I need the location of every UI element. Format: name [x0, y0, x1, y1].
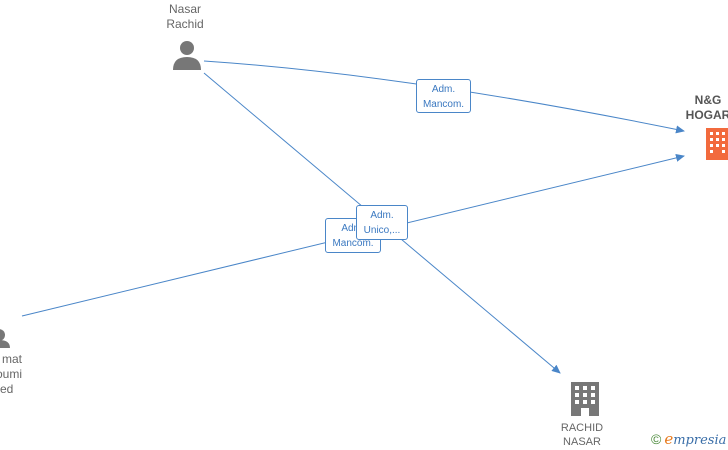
- building-icon-rachidnasar[interactable]: [571, 382, 599, 416]
- edge-label-line: Adm.: [370, 210, 394, 221]
- edge-label-nasar-rachidnasar[interactable]: Adm. Unico,...: [356, 205, 408, 240]
- edge-label-line: Mancom.: [422, 99, 465, 110]
- building-icon-nghogar[interactable]: [706, 128, 728, 160]
- edge-label-line: Adm.: [341, 223, 365, 234]
- node-label-line: NASAR: [563, 436, 601, 448]
- brand-initial: e: [664, 430, 674, 448]
- node-label-line: ed: [0, 382, 14, 396]
- node-label-line: N&G: [694, 93, 722, 107]
- node-label-line: Nasar: [168, 2, 201, 16]
- node-label-nasar-rachid[interactable]: Nasar Rachid: [155, 2, 215, 32]
- node-label-line: Rachid: [166, 17, 204, 31]
- edge-label-line: Mancom.: [332, 238, 374, 249]
- brand-name: mpresia: [673, 433, 727, 448]
- person-icon-left[interactable]: [0, 329, 10, 348]
- node-label-left-person[interactable]: mat oumi ed: [0, 352, 22, 397]
- node-label-line: RACHID: [560, 422, 604, 434]
- node-label-line: HOGAR: [685, 108, 728, 122]
- node-label-ng-hogar[interactable]: N&G HOGAR: [678, 93, 728, 123]
- edge-label-line: Unico,...: [363, 225, 401, 236]
- copyright-icon: ©: [651, 431, 662, 447]
- node-label-line: mat: [1, 352, 22, 366]
- edge-label-nasar-nghogar[interactable]: Adm. Mancom.: [416, 79, 471, 113]
- empresia-logo: ©empresia: [651, 430, 726, 448]
- node-label-line: oumi: [0, 367, 23, 381]
- edge-label-line: Adm.: [431, 84, 456, 95]
- person-icon[interactable]: [173, 41, 201, 70]
- node-label-rachid-nasar[interactable]: RACHID NASAR: [552, 421, 612, 449]
